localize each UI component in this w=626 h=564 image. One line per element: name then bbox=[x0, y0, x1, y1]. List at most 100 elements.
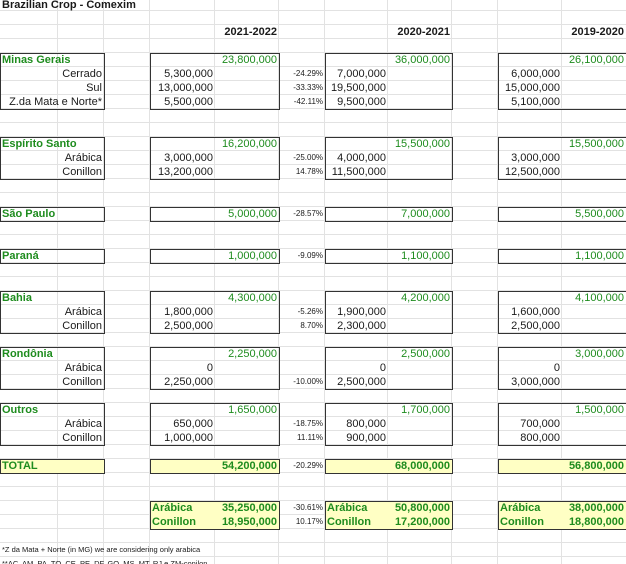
region-total[interactable]: 7,000,000 bbox=[401, 208, 450, 220]
change-percent[interactable]: -5.26% bbox=[297, 307, 323, 316]
subregion-value[interactable]: 900,000 bbox=[346, 432, 386, 444]
subregion-value[interactable]: 2,500,000 bbox=[511, 320, 560, 332]
region-total[interactable]: 2,500,000 bbox=[401, 348, 450, 360]
change-percent[interactable]: -42.11% bbox=[293, 97, 323, 106]
region-total[interactable]: 26,100,000 bbox=[568, 54, 624, 66]
summary-label[interactable]: Arábica bbox=[152, 502, 193, 514]
subregion-value[interactable]: 1,600,000 bbox=[511, 306, 560, 318]
subregion-value[interactable]: 9,500,000 bbox=[337, 96, 386, 108]
subregion-value[interactable]: 3,000,000 bbox=[511, 376, 560, 388]
change-percent[interactable]: -18.75% bbox=[293, 419, 323, 428]
subregion-name[interactable]: Sul bbox=[86, 82, 102, 94]
sheet-title[interactable]: Brazilian Crop - Comexim bbox=[2, 0, 136, 11]
change-percent[interactable]: 11.11% bbox=[297, 433, 323, 442]
subregion-value[interactable]: 13,200,000 bbox=[157, 166, 213, 178]
region-total[interactable]: 16,200,000 bbox=[221, 138, 277, 150]
change-percent[interactable]: -24.29% bbox=[293, 69, 323, 78]
subregion-value[interactable]: 11,500,000 bbox=[331, 166, 386, 178]
subregion-value[interactable]: 650,000 bbox=[173, 418, 213, 430]
region-name[interactable]: Bahia bbox=[2, 292, 32, 304]
summary-label[interactable]: Conillon bbox=[327, 516, 371, 528]
change-percent[interactable]: -10.00% bbox=[293, 377, 323, 386]
subregion-name[interactable]: Arábica bbox=[64, 362, 102, 374]
region-total[interactable]: 2,250,000 bbox=[228, 348, 277, 360]
change-percent[interactable]: -25.00% bbox=[293, 153, 323, 162]
subregion-value[interactable]: 19,500,000 bbox=[330, 82, 386, 94]
year-header[interactable]: 2019-2020 bbox=[571, 26, 624, 38]
subregion-value[interactable]: 700,000 bbox=[520, 418, 560, 430]
summary-value[interactable]: 35,250,000 bbox=[221, 502, 277, 514]
region-total[interactable]: 1,500,000 bbox=[575, 404, 624, 416]
subregion-value[interactable]: 7,000,000 bbox=[337, 68, 386, 80]
total-value[interactable]: 54,200,000 bbox=[221, 460, 277, 472]
change-percent[interactable]: -33.33% bbox=[293, 83, 323, 92]
subregion-value[interactable]: 800,000 bbox=[346, 418, 386, 430]
region-name[interactable]: Espírito Santo bbox=[2, 138, 77, 150]
summary-value[interactable]: 17,200,000 bbox=[394, 516, 450, 528]
subregion-value[interactable]: 0 bbox=[206, 362, 213, 374]
subregion-value[interactable]: 3,000,000 bbox=[164, 152, 213, 164]
summary-label[interactable]: Arábica bbox=[500, 502, 541, 514]
subregion-name[interactable]: Z.da Mata e Norte* bbox=[9, 96, 102, 108]
subregion-value[interactable]: 13,000,000 bbox=[157, 82, 213, 94]
subregion-value[interactable]: 2,250,000 bbox=[164, 376, 213, 388]
subregion-value[interactable]: 2,300,000 bbox=[337, 320, 386, 332]
subregion-name[interactable]: Conillon bbox=[62, 166, 102, 178]
region-total[interactable]: 1,650,000 bbox=[228, 404, 277, 416]
region-total[interactable]: 5,500,000 bbox=[575, 208, 624, 220]
total-value[interactable]: 68,000,000 bbox=[394, 460, 450, 472]
subregion-value[interactable]: 0 bbox=[553, 362, 560, 374]
subregion-name[interactable]: Cerrado bbox=[62, 68, 102, 80]
subregion-name[interactable]: Conillon bbox=[62, 432, 102, 444]
region-total[interactable]: 4,200,000 bbox=[401, 292, 450, 304]
region-name[interactable]: Outros bbox=[2, 404, 39, 416]
summary-change-percent[interactable]: -30.61% bbox=[293, 503, 323, 512]
region-total[interactable]: 3,000,000 bbox=[575, 348, 624, 360]
region-total[interactable]: 15,500,000 bbox=[568, 138, 624, 150]
footnote[interactable]: *Z da Mata + Norte (in MG) we are consid… bbox=[2, 545, 201, 554]
subregion-name[interactable]: Arábica bbox=[64, 152, 102, 164]
region-total[interactable]: 4,100,000 bbox=[575, 292, 624, 304]
region-name[interactable]: Minas Gerais bbox=[2, 54, 71, 66]
subregion-value[interactable]: 5,300,000 bbox=[164, 68, 213, 80]
change-percent[interactable]: 8.70% bbox=[300, 321, 323, 330]
total-value[interactable]: 56,800,000 bbox=[568, 460, 624, 472]
subregion-value[interactable]: 2,500,000 bbox=[164, 320, 213, 332]
year-header[interactable]: 2020-2021 bbox=[397, 26, 450, 38]
region-total[interactable]: 15,500,000 bbox=[394, 138, 450, 150]
summary-value[interactable]: 18,800,000 bbox=[568, 516, 624, 528]
summary-change-percent[interactable]: 10.17% bbox=[295, 517, 323, 526]
subregion-value[interactable]: 5,500,000 bbox=[164, 96, 213, 108]
region-total[interactable]: 1,000,000 bbox=[228, 250, 277, 262]
subregion-value[interactable]: 15,000,000 bbox=[504, 82, 560, 94]
summary-value[interactable]: 18,950,000 bbox=[221, 516, 277, 528]
subregion-value[interactable]: 5,100,000 bbox=[511, 96, 560, 108]
subregion-value[interactable]: 4,000,000 bbox=[337, 152, 386, 164]
footnote[interactable]: **AC, AM, PA, TO, CE, PE, DF, GO, MS, MT… bbox=[2, 559, 208, 564]
region-total[interactable]: 5,000,000 bbox=[228, 208, 277, 220]
subregion-value[interactable]: 3,000,000 bbox=[511, 152, 560, 164]
summary-label[interactable]: Arábica bbox=[327, 502, 368, 514]
subregion-value[interactable]: 6,000,000 bbox=[511, 68, 560, 80]
region-total[interactable]: 1,100,000 bbox=[575, 250, 624, 262]
subregion-value[interactable]: 0 bbox=[379, 362, 386, 374]
subregion-value[interactable]: 1,900,000 bbox=[337, 306, 386, 318]
change-percent[interactable]: -9.09% bbox=[297, 251, 323, 260]
summary-value[interactable]: 50,800,000 bbox=[394, 502, 450, 514]
subregion-value[interactable]: 1,800,000 bbox=[164, 306, 213, 318]
region-total[interactable]: 23,800,000 bbox=[221, 54, 277, 66]
region-name[interactable]: Rondônia bbox=[2, 348, 53, 360]
summary-label[interactable]: Conillon bbox=[500, 516, 544, 528]
subregion-value[interactable]: 12,500,000 bbox=[504, 166, 560, 178]
region-total[interactable]: 1,700,000 bbox=[401, 404, 450, 416]
region-total[interactable]: 36,000,000 bbox=[394, 54, 450, 66]
subregion-value[interactable]: 2,500,000 bbox=[337, 376, 386, 388]
subregion-value[interactable]: 1,000,000 bbox=[164, 432, 213, 444]
total-change-percent[interactable]: -20.29% bbox=[293, 461, 323, 470]
summary-label[interactable]: Conillon bbox=[152, 516, 196, 528]
subregion-name[interactable]: Conillon bbox=[62, 376, 102, 388]
region-total[interactable]: 4,300,000 bbox=[228, 292, 277, 304]
region-name[interactable]: São Paulo bbox=[2, 208, 56, 220]
subregion-name[interactable]: Arábica bbox=[64, 418, 102, 430]
change-percent[interactable]: 14.78% bbox=[295, 167, 323, 176]
